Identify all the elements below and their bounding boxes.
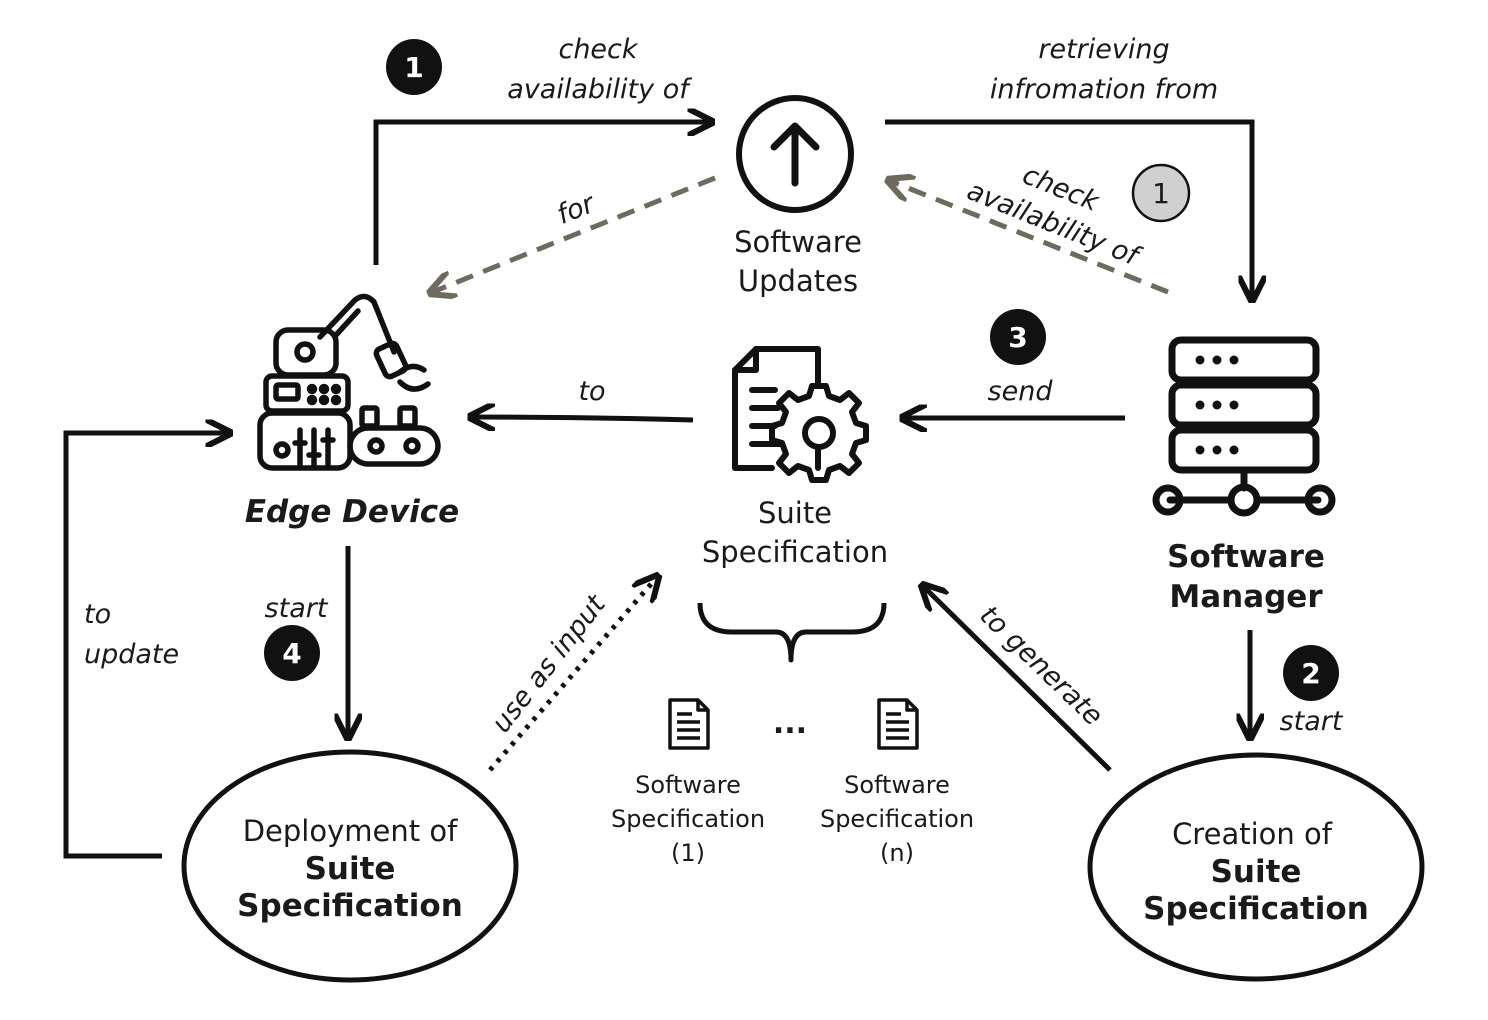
step-4-badge [264, 625, 320, 681]
software-updates-label-line2: Updates [738, 264, 858, 298]
document-gear-icon [732, 346, 869, 483]
edge-device-label: Edge Device [245, 494, 459, 530]
deployment-ellipse [181, 749, 519, 983]
deployment-label-line3: Specification [237, 888, 463, 924]
edge-label-start-2: start [1280, 706, 1344, 737]
edge-label-to: to [578, 376, 605, 407]
software-spec-1-label-line3: (1) [671, 839, 705, 867]
software-updates-label-line1: Software [734, 225, 862, 259]
creation-ellipse [1087, 752, 1425, 982]
curly-brace [697, 602, 887, 663]
arrow-software-updates-to-manager [885, 119, 1252, 300]
edge-label-retrieving-line1: retrieving [1038, 34, 1169, 65]
arrow-edge-to-software-updates [373, 122, 712, 265]
deployment-label-line1: Deployment of [243, 814, 458, 848]
software-spec-1-label-line1: Software [635, 771, 741, 799]
step-1-grey-badge [1131, 163, 1191, 223]
arrow-to-generate [922, 585, 1112, 772]
upload-icon [736, 95, 854, 213]
software-manager-label-line1: Software [1167, 539, 1325, 575]
edge-label-start-4: start [265, 593, 329, 624]
software-spec-n-document-icon [877, 698, 919, 750]
edge-label-to-update-line1: to [84, 599, 111, 630]
suite-specification-label-line2: Specification [702, 535, 888, 569]
dashed-arrow-check-availability [888, 180, 1169, 295]
edge-label-to-generate: to generate [973, 600, 1108, 732]
step-4-number: 4 [282, 637, 301, 670]
arrow-to-edge-device [470, 417, 694, 420]
server-icon [1152, 336, 1336, 517]
arrow-to-update [63, 433, 230, 859]
edge-label-send: send [988, 376, 1054, 407]
deployment-label-line2: Suite [305, 851, 396, 887]
edge-label-check-line1: check [558, 34, 638, 65]
step-1-grey-number: 1 [1152, 177, 1170, 210]
edge-label-for: for [553, 187, 601, 230]
software-spec-n-label-line1: Software [844, 771, 950, 799]
suite-specification-label-line1: Suite [758, 496, 832, 530]
robot-arm-icon [257, 293, 441, 471]
edge-label-to-update-line2: update [84, 639, 179, 670]
ellipsis-label: ... [773, 706, 807, 741]
software-spec-1-label-line2: Specification [611, 805, 765, 833]
edge-label-check-line2: availability of [507, 74, 692, 105]
software-spec-1-document-icon [668, 698, 710, 750]
step-3-badge [990, 309, 1046, 365]
creation-label-line3: Specification [1143, 891, 1369, 927]
step-2-number: 2 [1301, 657, 1320, 690]
step-2-badge [1283, 645, 1339, 701]
step-1-number: 1 [404, 51, 423, 84]
dashed-arrow-for [430, 175, 716, 293]
creation-label-line2: Suite [1211, 854, 1302, 890]
software-manager-label-line2: Manager [1169, 579, 1323, 615]
edge-label-use-as-input: use as input [486, 588, 613, 738]
creation-label-line1: Creation of [1172, 817, 1333, 851]
step-3-number: 3 [1008, 321, 1027, 354]
software-spec-n-label-line3: (n) [880, 839, 914, 867]
server-dots [1195, 355, 1239, 455]
edge-label-retrieving-line2: infromation from [990, 74, 1218, 105]
software-spec-n-label-line2: Specification [820, 805, 974, 833]
step-1-badge [386, 39, 442, 95]
